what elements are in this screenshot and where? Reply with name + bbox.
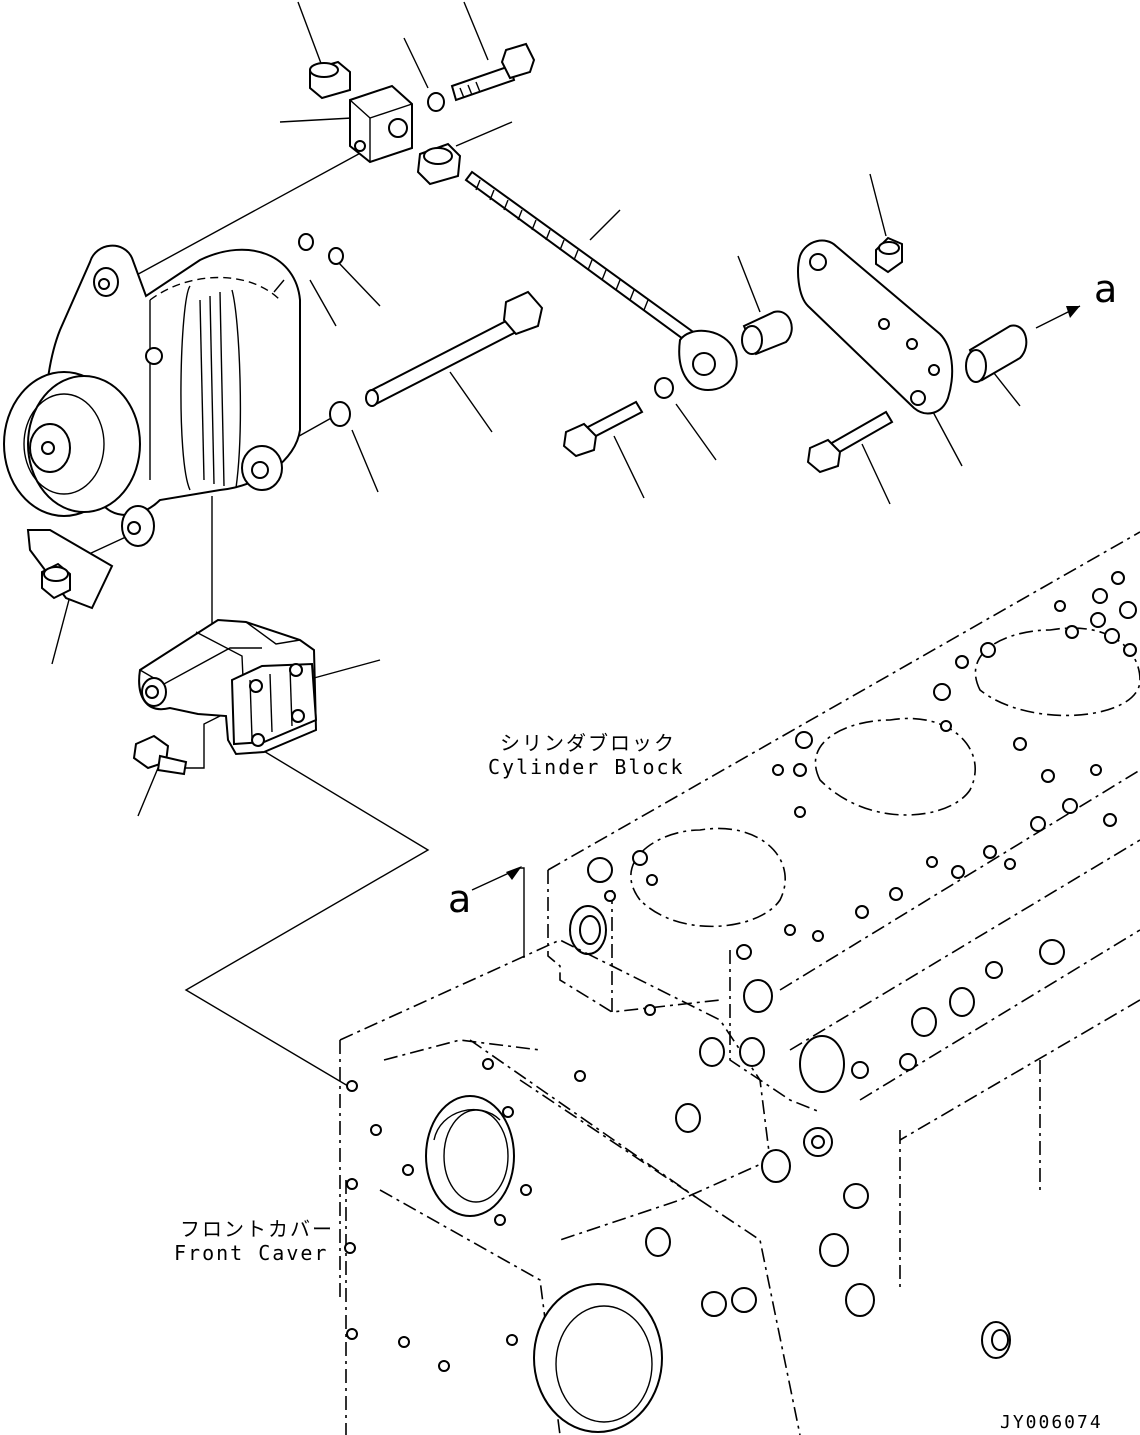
washer-rod	[654, 377, 674, 399]
collar-right	[965, 324, 1028, 383]
front-cover-label-jp: フロントカバー	[180, 1217, 334, 1241]
arrow-marker-top: a	[1094, 267, 1117, 311]
washer-b	[328, 247, 344, 265]
adjusting-plate	[797, 239, 954, 415]
spacer-block	[349, 84, 413, 164]
bracket-tab-nut	[26, 529, 114, 610]
gasket-holes	[587, 571, 1137, 960]
washer-a	[298, 233, 314, 251]
leader-lines	[51, 1, 1081, 1087]
hex-nut-top	[309, 60, 351, 100]
flange-nut	[875, 236, 903, 274]
cylinder-block	[547, 531, 1140, 1359]
block-bosses	[569, 905, 1065, 1359]
bolt-rod	[562, 400, 644, 458]
front-cover	[339, 939, 875, 1435]
front-cover-label-en: Front Caver	[174, 1241, 328, 1265]
top-hardware	[309, 42, 536, 186]
cylinder-block-label-jp: シリンダブロック	[500, 731, 676, 755]
washer-c	[329, 401, 351, 427]
hex-nut-middle	[416, 142, 462, 186]
cover-bolt-holes	[344, 1004, 656, 1372]
cylinder-block-label-en: Cylinder Block	[488, 755, 685, 779]
drawing-code: JY006074	[1000, 1412, 1103, 1433]
washer-small-top	[427, 92, 445, 112]
spacer-sleeve	[741, 310, 793, 356]
bolt-top	[450, 42, 536, 102]
bracket-bolt	[132, 734, 188, 776]
arrow-marker-mid: a	[448, 877, 471, 921]
alternator	[3, 244, 301, 547]
long-bolt	[365, 290, 544, 407]
alternator-bracket	[138, 618, 318, 756]
cover-bosses	[645, 1037, 875, 1317]
adjusting-rod	[464, 170, 738, 392]
bolt-plate	[806, 410, 894, 474]
